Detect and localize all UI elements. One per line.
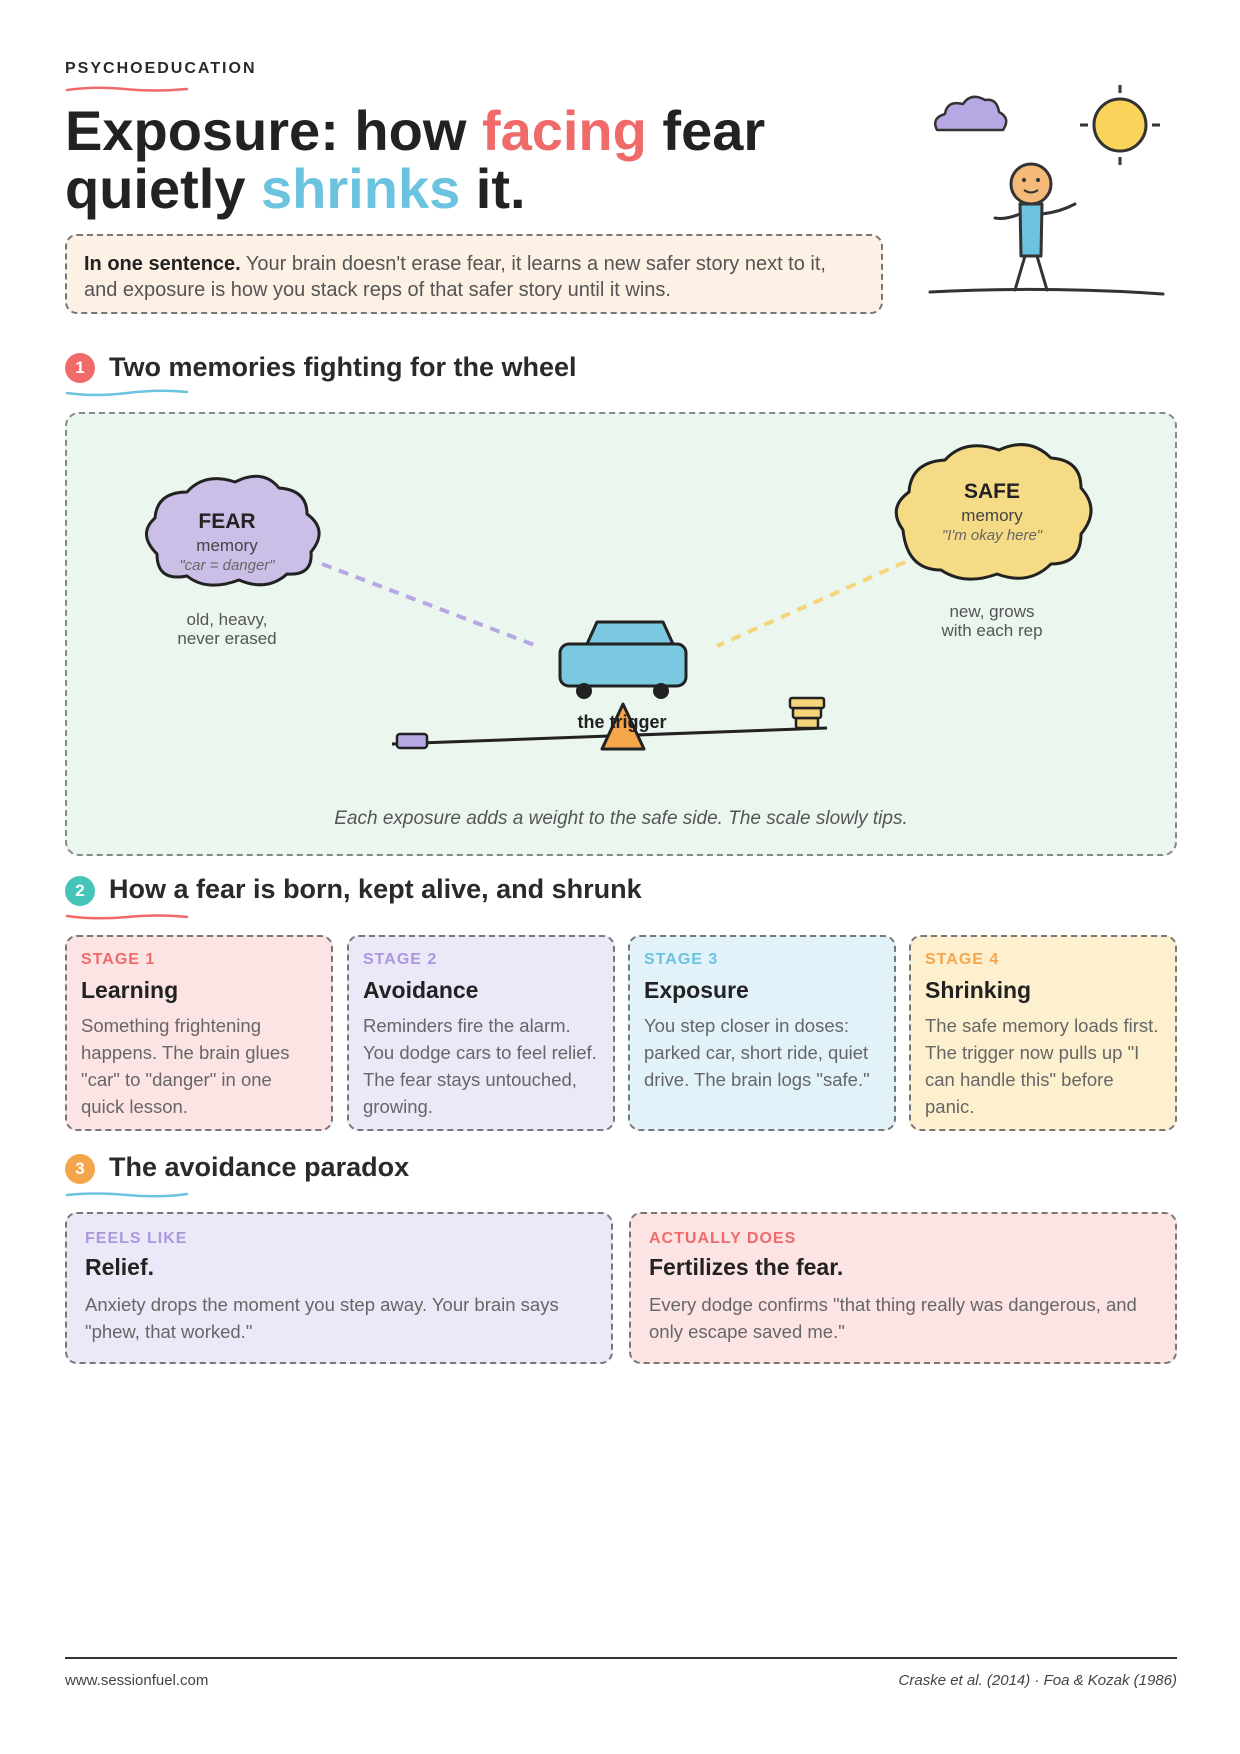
scale-icon <box>391 696 828 751</box>
intro-lead: In one sentence. <box>84 253 241 275</box>
stage-title: Exposure <box>644 977 749 1003</box>
stage-text: Something frightening happens. The brain… <box>81 1015 290 1117</box>
stage-text: The safe memory loads first. The trigger… <box>925 1015 1159 1117</box>
sun-icon <box>1080 85 1160 165</box>
safe-link-line <box>716 560 906 648</box>
section-underline <box>65 1192 189 1198</box>
stage-label: STAGE 2 <box>363 951 438 968</box>
stage-text: You step closer in doses: parked car, sh… <box>644 1015 870 1090</box>
person-icon <box>928 162 1165 296</box>
stick-figure-illustration <box>928 85 1165 296</box>
memories-diagram <box>145 443 1093 751</box>
title-highlight-facing: facing <box>481 99 647 162</box>
memories-diagram-panel: FEAR memory "car = danger" old, heavy, n… <box>65 412 1177 856</box>
section-underline <box>65 389 189 397</box>
safe-cloud-icon <box>894 443 1093 581</box>
stage-label: STAGE 4 <box>925 951 1000 968</box>
paradox-title: Fertilizes the fear. <box>649 1254 844 1280</box>
eyebrow-label: PSYCHOEDUCATION <box>65 60 257 77</box>
stage-card: STAGE 1 Learning Something frightening h… <box>65 935 333 1131</box>
scale-caption: Each exposure adds a weight to the safe … <box>334 808 908 829</box>
section-number-badge: 2 <box>65 876 95 906</box>
eyebrow-underline <box>65 86 189 92</box>
trigger-label: the trigger <box>577 712 667 732</box>
footer-references: Craske et al. (2014) · Foa & Kozak (1986… <box>898 1672 1177 1689</box>
section-heading: The avoidance paradox <box>109 1152 410 1182</box>
stage-title: Avoidance <box>363 977 479 1003</box>
paradox-label: FEELS LIKE <box>85 1230 188 1247</box>
paradox-label: ACTUALLY DOES <box>649 1230 797 1247</box>
car-icon <box>558 620 688 699</box>
paradox-text: Every dodge confirms "that thing really … <box>649 1294 1137 1342</box>
page-title: Exposure: how facing fear quietly shrink… <box>65 99 766 220</box>
stage-text: Reminders fire the alarm. You dodge cars… <box>363 1015 597 1117</box>
fear-memory-note: old, heavy, never erased <box>177 610 277 648</box>
fear-cloud-icon <box>145 474 321 587</box>
stage-card: STAGE 3 Exposure You step closer in dose… <box>628 935 896 1131</box>
fear-link-line <box>321 562 538 648</box>
stage-card: STAGE 2 Avoidance Reminders fire the ala… <box>347 935 615 1131</box>
stage-label: STAGE 3 <box>644 951 719 968</box>
footer-site-link[interactable]: www.sessionfuel.com <box>65 1672 209 1689</box>
footer-divider <box>65 1657 1177 1659</box>
paradox-text: Anxiety drops the moment you step away. … <box>85 1294 559 1342</box>
stage-card: STAGE 4 Shrinking The safe memory loads … <box>909 935 1177 1131</box>
stage-title: Learning <box>81 977 179 1003</box>
section-number-badge: 1 <box>65 353 95 383</box>
section-underline <box>65 914 189 920</box>
section-heading: How a fear is born, kept alive, and shru… <box>109 874 642 904</box>
cloud-icon <box>934 95 1008 132</box>
stage-label: STAGE 1 <box>81 951 156 968</box>
fear-memory-label: FEAR memory "car = danger" <box>179 510 275 574</box>
paradox-title: Relief. <box>85 1254 155 1280</box>
safe-memory-label: SAFE memory "I'm okay here" <box>941 480 1043 544</box>
section-heading: Two memories fighting for the wheel <box>109 352 577 382</box>
paradox-actually-does-card: ACTUALLY DOES Fertilizes the fear. Every… <box>629 1212 1177 1364</box>
intro-summary-box: In one sentence. Your brain doesn't eras… <box>65 234 883 314</box>
intro-text: Your brain doesn't erase fear, it learns… <box>84 253 826 301</box>
title-highlight-shrinks: shrinks <box>261 157 461 220</box>
paradox-feels-like-card: FEELS LIKE Relief. Anxiety drops the mom… <box>65 1212 613 1364</box>
section-number-badge: 3 <box>65 1154 95 1184</box>
safe-memory-note: new, grows with each rep <box>941 602 1043 640</box>
stage-title: Shrinking <box>925 977 1032 1003</box>
